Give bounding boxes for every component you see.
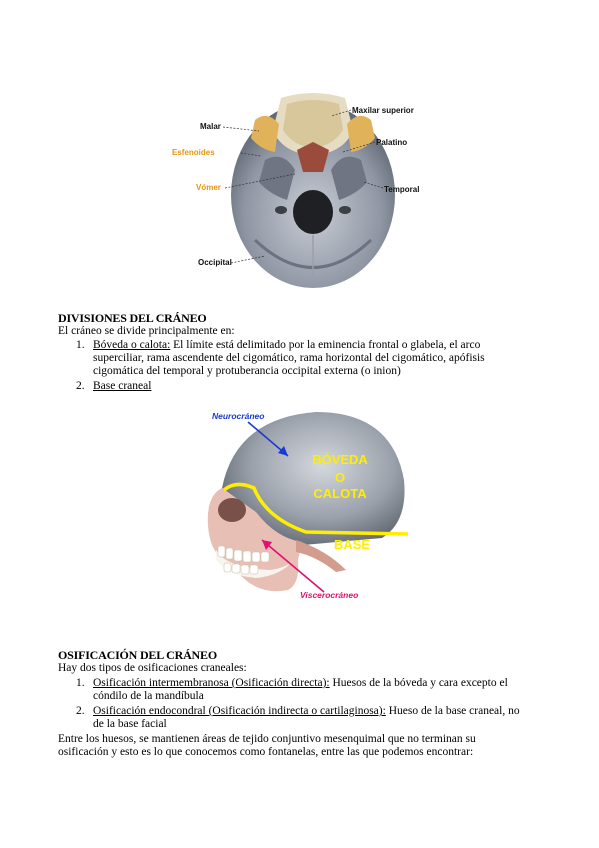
list-number: 1. — [76, 339, 85, 351]
label-o: O — [334, 470, 346, 485]
term-intermembranosa: Osificación intermembranosa (Osificación… — [93, 677, 330, 689]
section-title-osificacion: OSIFICACIÓN DEL CRÁNEO — [58, 648, 217, 662]
term-boveda: Bóveda o calota: — [93, 339, 171, 351]
label-vomer: Vómer — [196, 183, 221, 192]
label-esfenoides: Esfenoides — [172, 148, 215, 157]
skull-base-illustration — [222, 93, 395, 288]
section1-intro: El cráneo se divide principalmente en: — [58, 325, 235, 337]
label-maxilar-superior: Maxilar superior — [352, 106, 414, 115]
label-palatino: Palatino — [376, 138, 408, 147]
section2-paragraph: Entre los huesos, se mantienen áreas de … — [58, 733, 476, 758]
section-title-divisiones: DIVISIONES DEL CRÁNEO — [58, 311, 207, 325]
list-item-boveda: Bóveda o calota: El límite está delimita… — [93, 339, 485, 377]
label-boveda: BÓVEDA — [312, 452, 368, 467]
list-item-intermembranosa: Osificación intermembranosa (Osificación… — [93, 677, 508, 702]
list-number: 2. — [76, 380, 85, 392]
section2-intro: Hay dos tipos de osificaciones craneales… — [58, 662, 247, 674]
list-number: 2. — [76, 705, 85, 717]
skull-base-figure — [195, 90, 425, 290]
label-occipital: Occipital — [198, 258, 232, 267]
label-base: BASE — [333, 537, 371, 552]
list-item-endocondral: Osificación endocondral (Osificación ind… — [93, 705, 520, 730]
term-endocondral: Osificación endocondral (Osificación ind… — [93, 705, 386, 717]
skull-lateral-illustration — [207, 412, 409, 593]
label-calota: CALOTA — [313, 486, 367, 501]
list-item-base-craneal: Base craneal — [93, 380, 152, 392]
label-temporal: Temporal — [384, 185, 420, 194]
label-malar: Malar — [200, 122, 221, 131]
label-viscerocraneo: Viscerocráneo — [300, 590, 359, 600]
skull-lateral-figure — [196, 400, 418, 610]
label-neurocraneo: Neurocráneo — [212, 411, 265, 421]
list-number: 1. — [76, 677, 85, 689]
